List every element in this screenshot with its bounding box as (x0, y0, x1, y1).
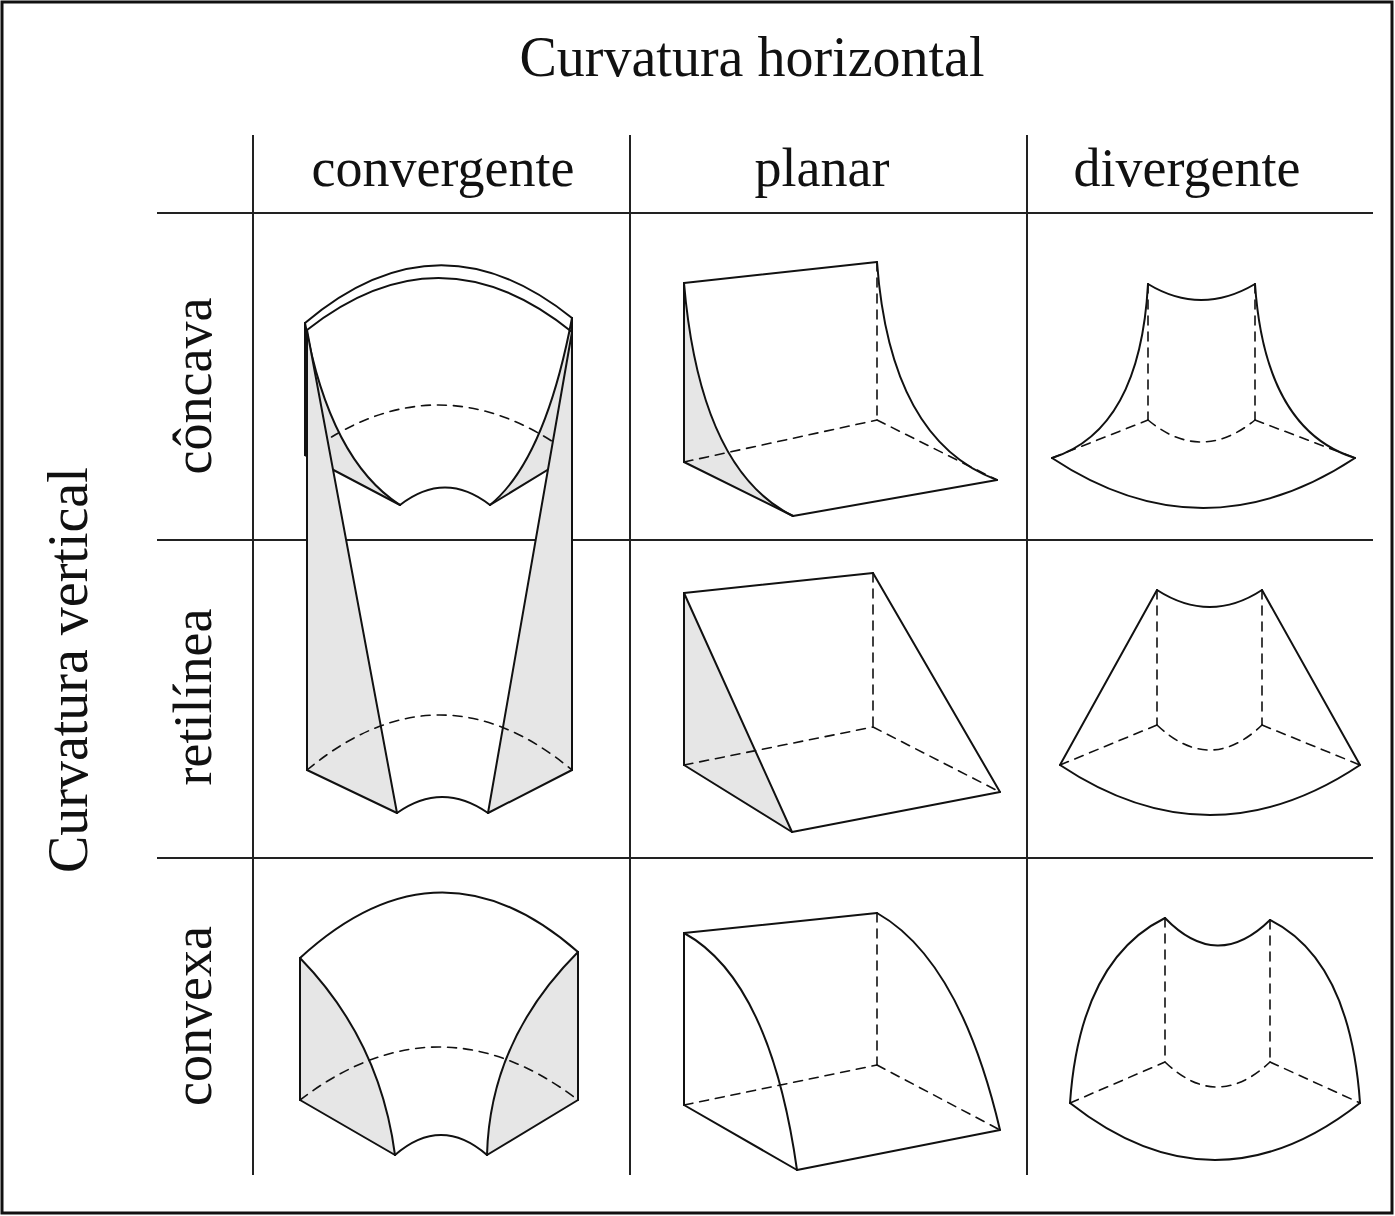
category-label: divergente (1074, 137, 1301, 199)
category-label: convergente (312, 137, 575, 199)
slope-figure (300, 892, 578, 1155)
slope-figure (1052, 284, 1355, 508)
table-grid (157, 135, 1373, 1175)
category-label: côncava (162, 298, 224, 475)
slope-figure (1070, 918, 1360, 1160)
category-label: retilínea (162, 609, 224, 786)
axis-title: Curvatura horizontal (520, 25, 985, 89)
slope-figure (684, 262, 997, 516)
slope-figure (684, 913, 1000, 1170)
slope-figure (305, 265, 572, 505)
slope-figure (1060, 590, 1360, 815)
category-label: convexa (162, 926, 224, 1106)
slope-figure (307, 278, 572, 813)
category-label: planar (755, 137, 890, 199)
axis-title: Curvatura vertical (36, 467, 100, 873)
slope-figure (684, 573, 1000, 832)
